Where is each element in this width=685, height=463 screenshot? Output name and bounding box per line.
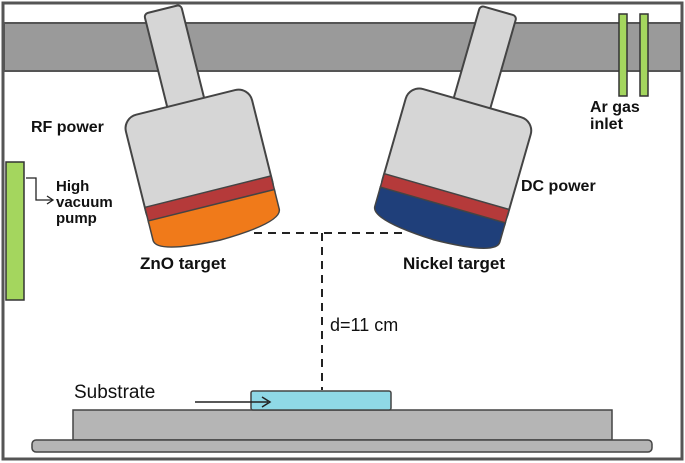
substrate-label: Substrate	[74, 382, 156, 403]
rf-magnetron-gun	[124, 4, 280, 248]
chamber-top-plate	[3, 22, 682, 72]
vacuum-pump-port	[5, 161, 25, 301]
ar-gas-inlet-pipe	[618, 13, 628, 97]
vacuum-arrow	[26, 177, 52, 201]
distance-label: d=11 cm	[330, 315, 399, 335]
ar-gas-inlet-label: Ar gas inlet	[590, 99, 640, 133]
dc-power-label: DC power	[521, 178, 596, 195]
substrate-holder	[72, 409, 613, 441]
vacuum-arrowhead	[46, 195, 55, 205]
zno-target-label: ZnO target	[140, 254, 226, 273]
nickel-target	[374, 186, 507, 250]
substrate	[250, 390, 392, 411]
base-plate	[31, 439, 653, 453]
dc-magnetron-gun	[374, 5, 533, 250]
ar-gas-inlet-pipe	[639, 13, 649, 97]
substrate-arrowhead	[261, 396, 272, 408]
high-vacuum-pump-label: High vacuum pump	[56, 178, 113, 227]
nickel-target-label: Nickel target	[403, 254, 506, 273]
zno-target	[147, 188, 280, 248]
rf-power-label: RF power	[31, 119, 104, 136]
